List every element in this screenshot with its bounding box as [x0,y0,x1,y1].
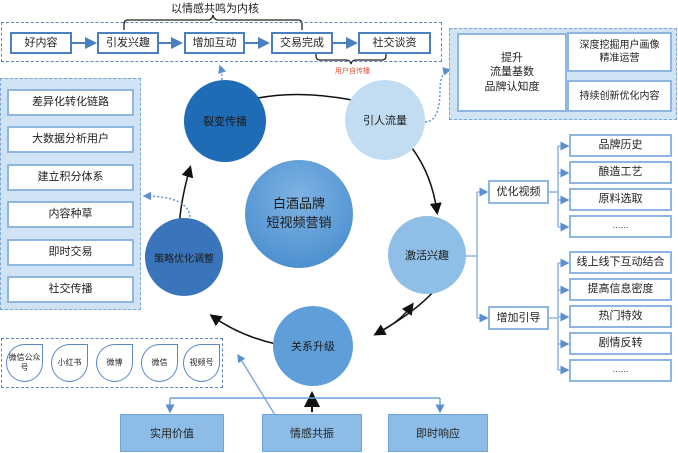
flow-step: 交易完成 [271,32,333,54]
strategy-item: 社交传播 [7,276,134,303]
leaf-item: 酿造工艺 [569,161,672,184]
bottom-instant-response: 即时响应 [388,414,488,452]
leaf-item: 线上线下互动结合 [569,251,672,274]
core-label: 以情感共鸣为内核 [171,2,259,15]
cycle-node-relationship: 关系升级 [273,306,353,386]
platforms-panel [1,338,223,388]
strategy-item: 建立积分体系 [7,164,134,191]
leaf-item: …… [569,359,672,382]
top-brace [123,14,303,30]
goal-item: 持续创新优化内容 [567,80,672,112]
bottom-practical-value: 实用价值 [120,414,224,452]
flow-step: 引发兴趣 [97,32,159,54]
cycle-node-traffic: 引人流量 [345,80,425,160]
flow-step: 社交谈资 [358,32,431,54]
platform-item: 微信 [141,344,178,382]
flow-step: 增加互动 [184,32,245,54]
leaf-item: 剧情反转 [569,332,672,355]
branch-optimize-video: 优化视频 [488,180,549,204]
strategy-item: 大数据分析用户 [7,126,134,153]
flow-step: 好内容 [10,32,72,54]
cycle-node-activate: 激活兴趣 [388,216,466,294]
strategy-item: 即时交易 [7,239,134,266]
platform-item: 微信公众号 [6,344,43,382]
leaf-item: 品牌历史 [569,134,672,157]
goal-item: 深度挖掘用户画像 精准运营 [567,32,672,72]
strategy-item: 差异化转化链路 [7,89,134,116]
platform-item: 微博 [96,344,133,382]
leaf-item: 原料选取 [569,188,672,211]
platform-item: 小红书 [51,344,88,382]
cycle-node-fission: 裂变传播 [184,80,266,162]
leaf-item: 热门特效 [569,305,672,328]
strategy-item: 内容种草 [7,201,134,228]
top-flow-panel [1,22,442,62]
platform-item: 视频号 [183,344,220,382]
cycle-node-strategy: 策略优化调整 [145,218,223,296]
user-self-spread-label: 用户自传播 [335,67,370,75]
strategy-panel [0,78,141,310]
leaf-item: …… [569,215,672,238]
center-node: 白酒品牌 短视频营销 [245,160,353,268]
sub-brace [315,52,387,65]
goal-main: 提升 流量基数 品牌认知度 [457,33,567,112]
bottom-emotional-resonance: 情感共振 [262,414,362,452]
leaf-item: 提高信息密度 [569,278,672,301]
branch-add-guidance: 增加引导 [488,306,549,330]
